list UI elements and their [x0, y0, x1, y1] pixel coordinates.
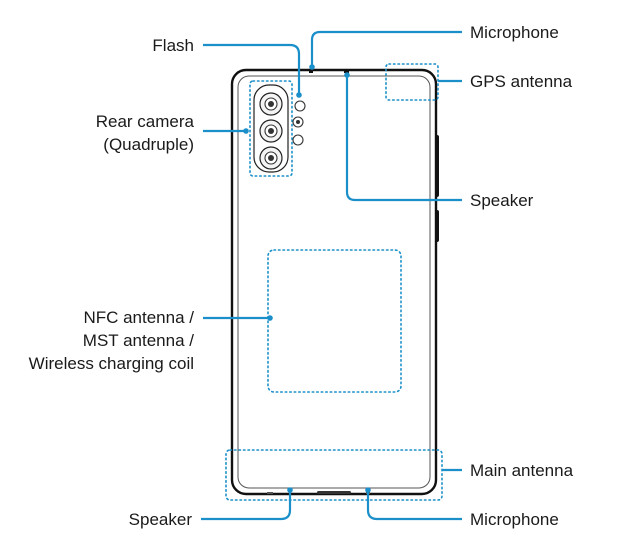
leader-dot-nfc	[267, 315, 273, 321]
leader-dot-rear-camera	[243, 128, 249, 134]
label-flash: Flash	[152, 36, 194, 55]
leader-flash	[203, 43, 301, 94]
camera-lens-1	[259, 92, 283, 116]
label-speaker-bottom: Speaker	[129, 510, 193, 529]
leader-speaker-right	[345, 74, 462, 202]
sensor-lower	[292, 134, 304, 146]
camera-lens-3	[259, 146, 283, 170]
top-speaker-hole	[344, 70, 349, 73]
top-microphone-hole	[309, 70, 313, 73]
label-speaker-right: Speaker	[470, 191, 534, 210]
label-nfc-1: NFC antenna /	[83, 308, 194, 327]
label-nfc-3: Wireless charging coil	[29, 354, 194, 373]
gps-antenna-zone	[385, 63, 439, 101]
bottom-speaker-grille	[267, 492, 273, 494]
leader-dot-microphone-bottom	[365, 487, 371, 493]
label-microphone-top: Microphone	[470, 23, 559, 42]
leader-microphone-bottom	[366, 491, 462, 521]
leader-dot-flash	[296, 92, 302, 98]
depth-sensor	[292, 116, 304, 128]
leader-dot-speaker-right	[344, 72, 350, 78]
label-main-antenna: Main antenna	[470, 461, 574, 480]
main-antenna-zone	[225, 449, 443, 501]
leader-dot-microphone-top	[309, 64, 315, 70]
rear-camera-zone	[249, 80, 293, 177]
flash-icon	[294, 100, 306, 112]
usb-port	[317, 491, 351, 494]
label-rear-camera-2: (Quadruple)	[103, 135, 194, 154]
leader-speaker-bottom	[201, 491, 292, 521]
label-rear-camera-1: Rear camera	[96, 112, 195, 131]
phone-body-edge	[237, 75, 431, 489]
nfc-antenna-zone	[267, 249, 402, 393]
leader-microphone-top	[310, 30, 462, 66]
leader-dot-speaker-bottom	[287, 487, 293, 493]
label-gps-antenna: GPS antenna	[470, 72, 573, 91]
label-nfc-2: MST antenna /	[83, 331, 194, 350]
label-microphone-bottom: Microphone	[470, 510, 559, 529]
camera-lens-2	[259, 119, 283, 143]
